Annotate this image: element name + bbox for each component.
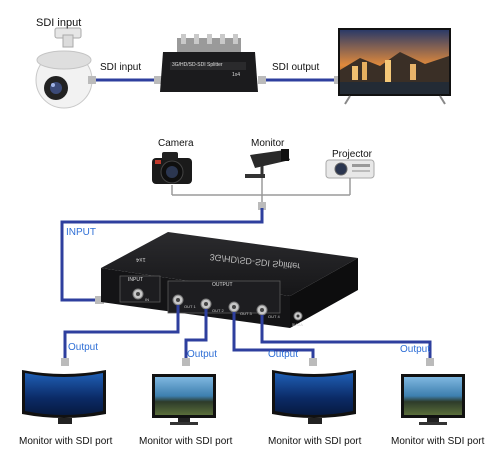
monitor-4-icon (401, 374, 465, 425)
camera-icon (152, 152, 192, 184)
sdi-input-cable-label: SDI input (100, 62, 142, 73)
port-out4-label: OUT 4 (268, 314, 280, 319)
sdi-splitter-device: 3G/HD/SD-SDI Splitter (101, 232, 358, 328)
sdi-splitter-device-top (160, 34, 258, 92)
camera-label: Camera (158, 138, 194, 149)
sdi-input-title: SDI input (36, 17, 82, 29)
output-2-label: Output (187, 349, 218, 360)
input-cable-label: INPUT (66, 227, 96, 238)
sdi-output-cable-label: SDI output (272, 62, 320, 73)
port-in-label: IN (145, 297, 149, 302)
monitor-1-icon (22, 370, 106, 424)
projector-icon (325, 159, 375, 179)
splitter-face-text: 3G/HD/SD-SDI Splitter (172, 62, 223, 68)
output-4-label: Output (400, 344, 431, 355)
ptz-camera-icon (35, 27, 93, 109)
port-out1-label: OUT 1 (184, 304, 196, 309)
cctv-camera-icon (245, 149, 290, 178)
output-connectors (61, 358, 434, 366)
port-out3-label: OUT 3 (240, 311, 252, 316)
monitor-2-icon (152, 374, 216, 425)
output-1-label: Output (68, 342, 99, 353)
port-out2-label: OUT 2 (212, 308, 224, 313)
input-panel-label: INPUT (128, 277, 143, 283)
monitor-1-label: Monitor with SDI port (19, 436, 113, 447)
device-model-label: 1x4 (136, 256, 146, 262)
monitor-3-label: Monitor with SDI port (268, 436, 362, 447)
output-panel-label: OUTPUT (212, 282, 233, 288)
input-cable (60, 208, 264, 302)
tv-display-icon (338, 28, 451, 105)
monitor-2-label: Monitor with SDI port (139, 436, 233, 447)
monitor-4-label: Monitor with SDI port (391, 436, 485, 447)
splitter-face-model: 1x4 (232, 72, 241, 78)
output-3-label: Output (268, 349, 299, 360)
projector-label: Projector (332, 149, 373, 160)
monitor-label: Monitor (251, 138, 285, 149)
power-label: 5V/2A (292, 322, 303, 327)
monitor-3-icon (272, 370, 356, 424)
output-cables (63, 305, 432, 362)
source-wiring (171, 178, 351, 196)
